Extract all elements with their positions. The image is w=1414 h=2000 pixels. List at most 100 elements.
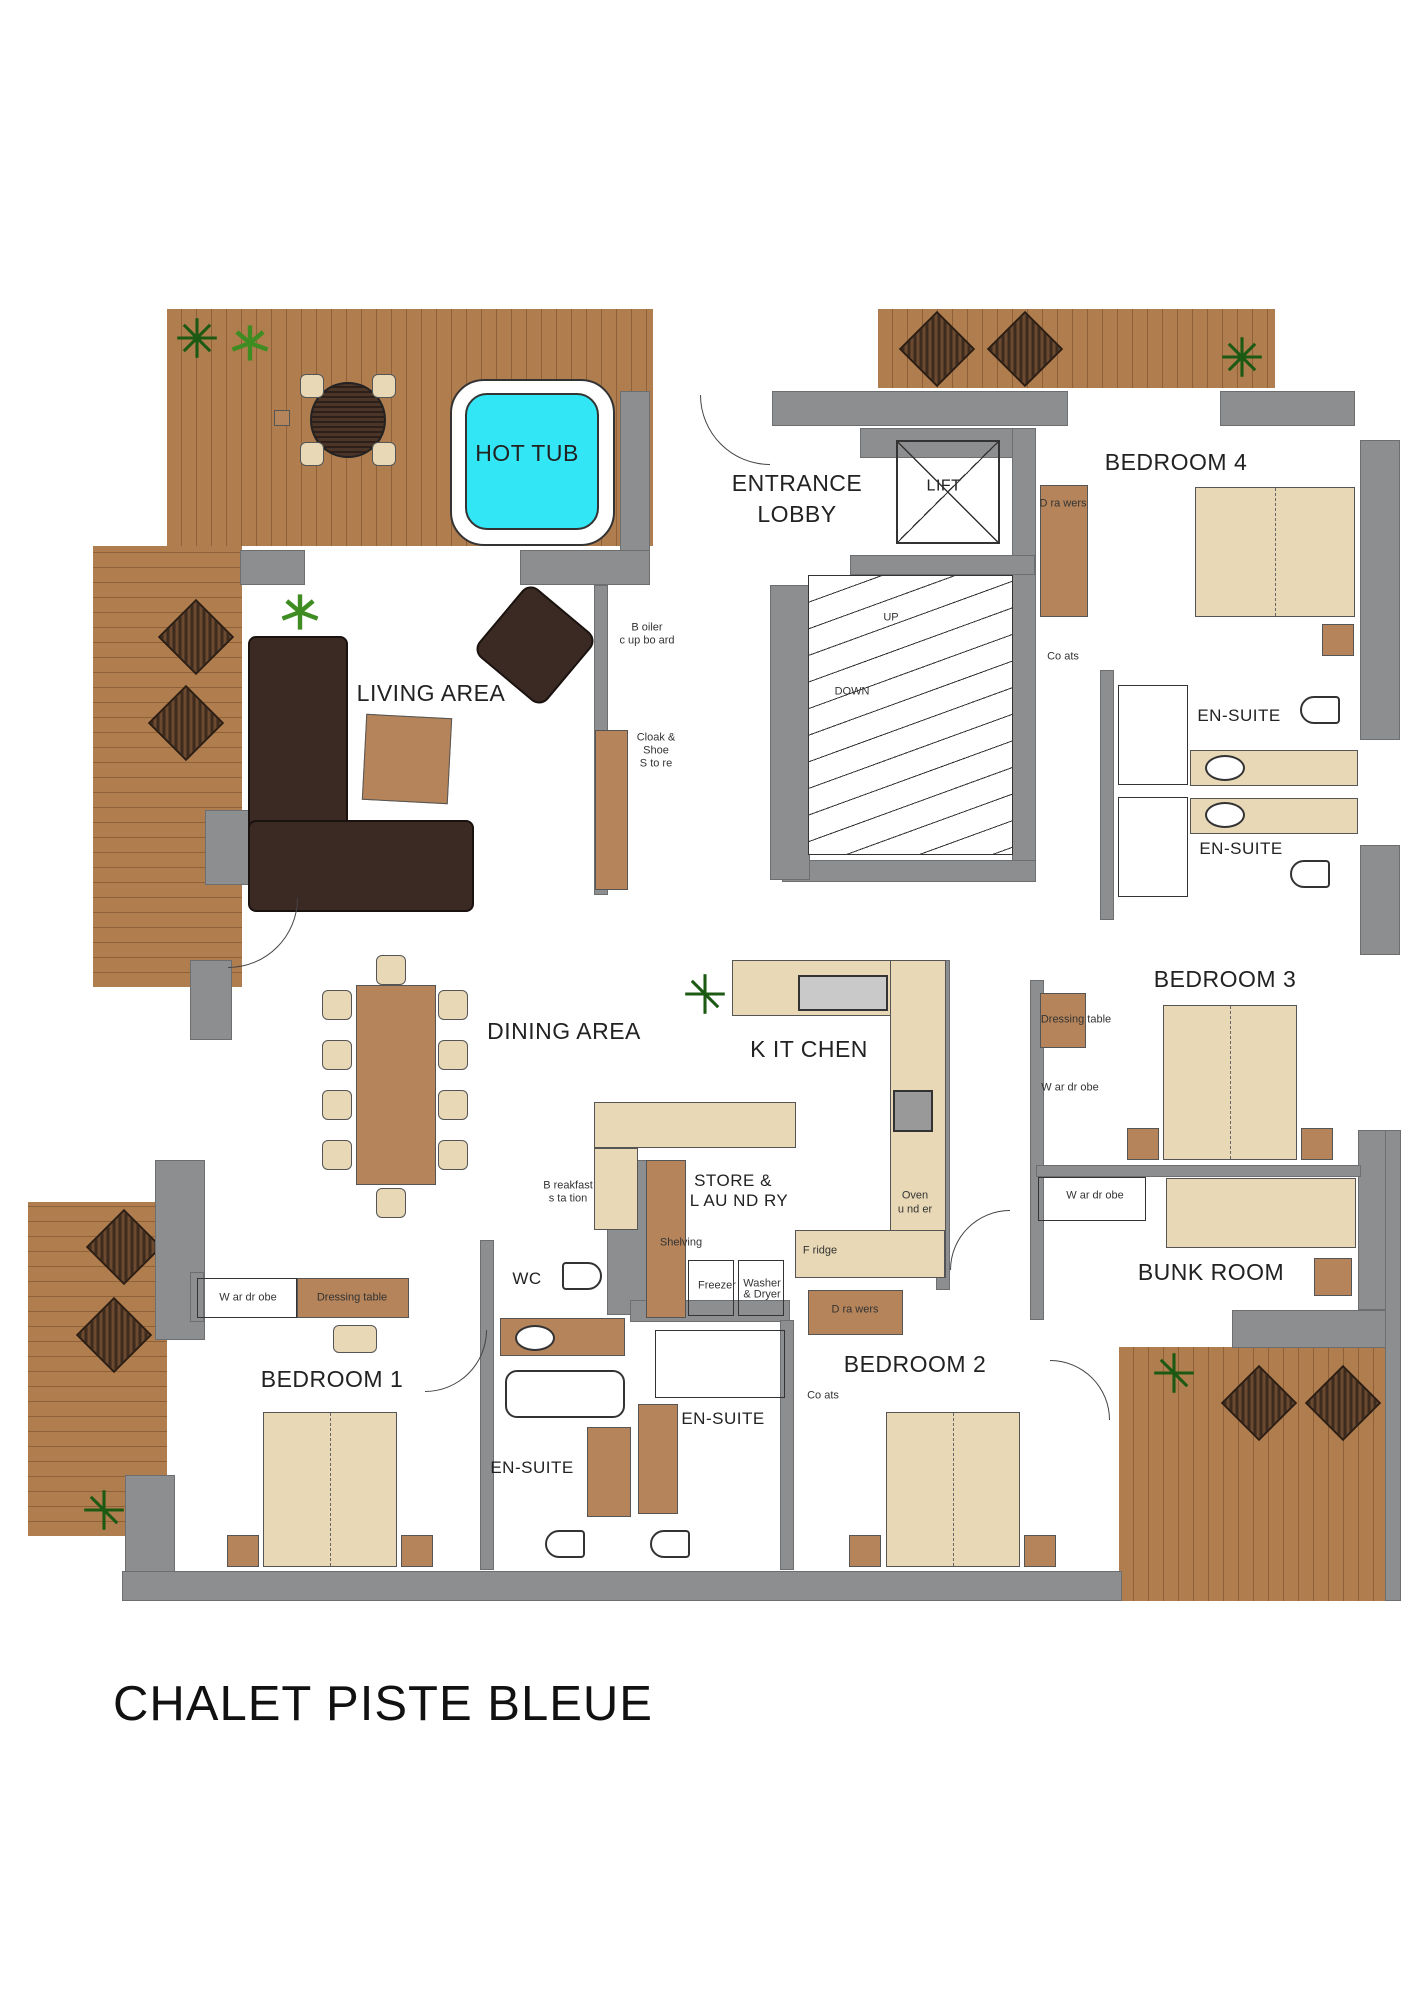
coat-cupboard — [595, 730, 628, 890]
staircase — [808, 575, 1013, 855]
wall — [1100, 670, 1114, 920]
bedside-table — [1322, 624, 1354, 656]
label-breakfast-station: s ta tion — [548, 1192, 588, 1205]
wall — [190, 960, 232, 1040]
label-washer: Washer — [743, 1277, 781, 1290]
room-label-bunk-room: BUNK ROOM — [1137, 1259, 1285, 1286]
dining-chair — [376, 1188, 406, 1218]
room-label-lift: LIFT — [926, 477, 962, 495]
label-boiler: B oiler — [631, 621, 663, 634]
shelving — [646, 1160, 686, 1318]
wall — [1360, 845, 1400, 955]
stairs-down-label: DOWN — [834, 685, 870, 698]
wardrobe — [197, 1278, 297, 1318]
label-shelving: Shelving — [659, 1236, 703, 1249]
sink — [515, 1325, 555, 1351]
label-freezer: Freezer — [698, 1279, 736, 1292]
room-label-en-suite-b4b: EN-SUITE — [1199, 838, 1283, 858]
label-cloak: Cloak & — [636, 731, 676, 744]
toilet — [650, 1530, 690, 1558]
dining-chair — [438, 1090, 468, 1120]
shower — [655, 1330, 785, 1398]
room-label-wc: WC — [512, 1268, 542, 1288]
sink — [1205, 755, 1245, 781]
room-label-dining-area: DINING AREA — [487, 1018, 641, 1045]
breakfast-station — [594, 1148, 638, 1230]
wall — [125, 1475, 175, 1575]
toilet — [562, 1262, 602, 1290]
bedside-table — [401, 1535, 433, 1567]
freezer — [688, 1260, 734, 1316]
bedside-table — [849, 1535, 881, 1567]
page-title: CHALET PISTE BLEUE — [113, 1677, 653, 1731]
wall — [122, 1571, 1122, 1601]
drawers — [1040, 485, 1088, 617]
drawers — [808, 1290, 903, 1335]
wall — [782, 860, 1036, 882]
room-label-en-suite-b1: EN-SUITE — [490, 1457, 574, 1477]
kitchen-counter — [795, 1230, 945, 1278]
room-label-store: STORE & — [694, 1170, 772, 1190]
room-label-en-suite-b4a: EN-SUITE — [1197, 705, 1281, 725]
plant-icon — [175, 316, 219, 360]
double-bed — [1195, 487, 1355, 617]
label-dryer: & Dryer — [743, 1288, 781, 1301]
door-swing — [228, 898, 298, 968]
dressing-stool — [333, 1325, 377, 1353]
dining-table — [356, 985, 436, 1185]
room-label-bedroom-3: BEDROOM 3 — [1153, 966, 1297, 993]
room-label-entrance: ENTRANCE — [731, 470, 863, 497]
label-wardrobe-bunk: W ar dr obe — [1066, 1189, 1124, 1202]
room-label-kitchen: K IT CHEN — [750, 1036, 868, 1063]
dining-chair — [376, 955, 406, 985]
toilet — [1300, 696, 1340, 724]
coffee-table — [361, 713, 453, 805]
double-bed — [263, 1412, 397, 1567]
sink — [1205, 802, 1245, 828]
wall — [1360, 440, 1400, 740]
vanity-unit — [587, 1427, 631, 1517]
sofa — [248, 820, 474, 912]
dining-chair — [322, 1040, 352, 1070]
bedside-table — [1127, 1128, 1159, 1160]
side-table — [274, 410, 290, 426]
bathtub — [505, 1370, 625, 1418]
label-drawers: D ra wers — [1039, 497, 1087, 510]
dining-chair — [322, 1090, 352, 1120]
label-oven-under: u nd er — [897, 1203, 933, 1216]
bedside-table — [227, 1535, 259, 1567]
lift — [896, 440, 1000, 544]
label-coats: Co ats — [1047, 650, 1079, 663]
label-breakfast: B reakfast — [543, 1179, 593, 1192]
kitchen-sink — [798, 975, 888, 1011]
wall — [1036, 1165, 1361, 1177]
dressing-table — [1040, 993, 1086, 1048]
door-swing — [425, 1330, 487, 1392]
plant-icon — [228, 321, 272, 365]
wall — [1012, 428, 1036, 880]
outdoor-chair — [300, 442, 324, 466]
room-label-bedroom-2: BEDROOM 2 — [843, 1351, 987, 1378]
label-dressing-table-b3: Dressing table — [1040, 1013, 1112, 1026]
room-label-lobby: LOBBY — [757, 501, 837, 528]
stairs-up-label: UP — [883, 611, 899, 624]
room-label-laundry: L AU ND RY — [689, 1190, 789, 1210]
wall — [520, 550, 650, 585]
plant-icon — [278, 590, 322, 634]
wall — [772, 391, 1068, 426]
door-swing — [950, 1210, 1010, 1270]
wall — [1220, 391, 1355, 426]
bedside-table — [1024, 1535, 1056, 1567]
label-boiler-cupboard: c up bo ard — [619, 634, 675, 647]
door-swing — [700, 395, 770, 465]
wall — [240, 550, 305, 585]
shower — [1118, 797, 1188, 897]
dining-chair — [438, 1040, 468, 1070]
room-label-hot-tub: HOT TUB — [475, 440, 579, 467]
dining-chair — [438, 1140, 468, 1170]
outdoor-chair — [372, 374, 396, 398]
label-drawers-b2: D ra wers — [831, 1303, 879, 1316]
room-label-bedroom-1: BEDROOM 1 — [260, 1366, 404, 1393]
label-store: S to re — [639, 757, 673, 770]
wall — [1030, 980, 1044, 1320]
